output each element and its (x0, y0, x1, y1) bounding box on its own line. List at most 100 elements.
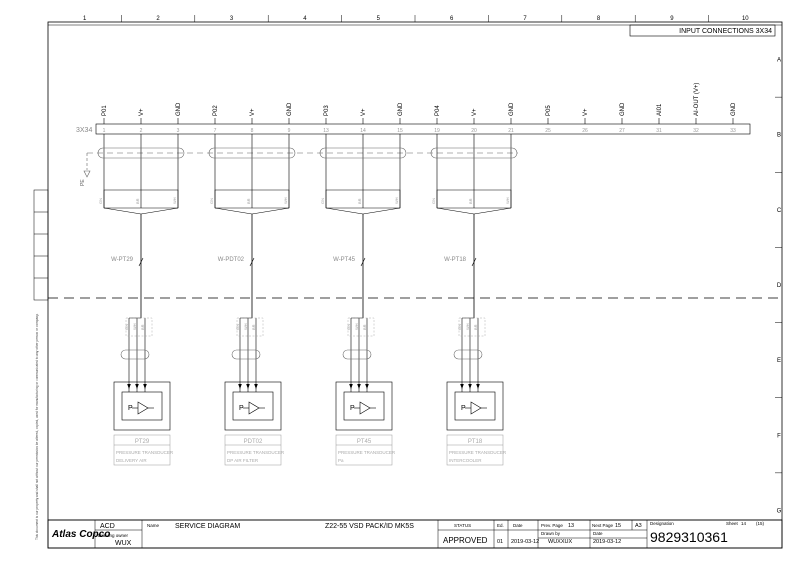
row-letter: G (777, 508, 782, 514)
shield-capsule-lower (120, 349, 150, 360)
amplifier-icon (359, 401, 371, 415)
arrow-icon (238, 384, 242, 389)
amplifier-icon (248, 401, 260, 415)
terminal-signal-label: P05 (546, 105, 552, 116)
title-block: Atlas Copco ACD Drawing owner WUX Name S… (47, 519, 783, 549)
drawn-by-value: WUXXUX (548, 539, 572, 545)
company-logo: Atlas Copco (51, 529, 110, 540)
terminal-signal-label: V+ (250, 108, 256, 116)
transducer-id: PDT02 (244, 439, 263, 445)
drawing-name: SERVICE DIAGRAM (175, 523, 240, 530)
row-letter: D (777, 283, 782, 289)
wire-converge (140, 207, 179, 215)
transducer-type: PRESSURE TRANSDUCER (116, 450, 174, 455)
designation-number: 9829310361 (650, 529, 728, 545)
side-note: This document is our property and shall … (35, 314, 39, 540)
terminal-number: 31 (656, 128, 662, 134)
edition-value: 01 (497, 539, 503, 545)
column-number: 9 (670, 16, 674, 22)
device-pin-label: BR (362, 324, 367, 330)
ground-arrow-icon (83, 170, 91, 178)
arrow-icon (246, 384, 250, 389)
wire-converge (436, 207, 475, 215)
core-label: GN (320, 198, 325, 204)
device-pin-label: GN (235, 324, 240, 330)
row-letter: C (777, 208, 782, 214)
transducer-function: INTERCOOLER (449, 458, 482, 463)
core-label: GN (431, 198, 436, 204)
cable-name: W-PDT02 (218, 257, 245, 263)
shield-capsule-lower (342, 349, 372, 360)
column-number: 4 (303, 16, 307, 22)
arrow-icon (127, 384, 131, 389)
shield-capsule (319, 147, 407, 159)
date-label: Date (513, 523, 523, 528)
device-pin-label: BR (140, 324, 145, 330)
drawing-owner-label: Drawing owner (98, 533, 129, 538)
terminal-number: 26 (582, 128, 588, 134)
terminal-number: 25 (545, 128, 551, 134)
row-letter: B (777, 133, 781, 139)
row-letter: F (777, 433, 781, 439)
cable-tick (360, 257, 366, 267)
shield-capsule-lower (231, 349, 261, 360)
product-name: Z22-55 VSD PACK/ID MK5S (325, 523, 414, 530)
revision-boxes (33, 189, 49, 301)
terminal-strip (95, 123, 751, 135)
wire-converge (473, 207, 512, 215)
date2-label: Date (593, 531, 603, 536)
transducer-type: PRESSURE TRANSDUCER (227, 450, 285, 455)
transducer-id: PT45 (357, 439, 372, 445)
transducer-symbol-letter: P (350, 405, 355, 412)
amplifier-icon (470, 401, 482, 415)
transducer-id: PT18 (468, 439, 483, 445)
terminal-number: 32 (693, 128, 699, 134)
terminal-number: 20 (471, 128, 477, 134)
device-pin-label: BR (251, 324, 256, 330)
cable-tick (471, 257, 477, 267)
arrow-icon (254, 384, 258, 389)
device-pin-box (125, 317, 153, 337)
shield-capsule (430, 147, 518, 159)
device-pin-label: WH (354, 323, 359, 330)
cable-tick (249, 257, 255, 267)
column-number: 5 (377, 16, 381, 22)
cable-name: W-PT29 (111, 257, 134, 263)
terminal-number: 8 (251, 128, 254, 134)
transducer-inner (121, 391, 163, 421)
drawing-owner: WUX (115, 540, 132, 547)
transducer-desc-box (113, 434, 171, 466)
arrow-icon (135, 384, 139, 389)
row-letter: A (777, 58, 781, 64)
amplifier-icon (137, 401, 149, 415)
arrow-icon (476, 384, 480, 389)
shield-capsule (97, 147, 185, 159)
terminal-number: 2 (140, 128, 143, 134)
section-title: INPUT CONNECTIONS 3X34 (679, 28, 772, 35)
terminal-signal-label: P02 (213, 105, 219, 116)
terminal-signal-label: GND (287, 102, 293, 116)
company-name: ACD (100, 523, 115, 530)
transducer-function: DP AIR FILTER (227, 458, 259, 463)
prev-page-value: 13 (568, 523, 574, 529)
device-pin-label: GN (457, 324, 462, 330)
shield-capsule (208, 147, 296, 159)
terminal-signal-label: GND (620, 102, 626, 116)
terminal-signal-label: V+ (472, 108, 478, 116)
outer-frame (47, 21, 783, 549)
paper-size: A3 (635, 523, 642, 529)
terminal-signal-label: V+ (139, 108, 145, 116)
transducer-inner (454, 391, 496, 421)
terminal-signal-label: P01 (102, 105, 108, 116)
terminal-number: 3 (177, 128, 180, 134)
cable-name: W-PT18 (444, 257, 467, 263)
core-label: WH (283, 197, 288, 204)
drawn-by-label: Drawn by (541, 531, 561, 536)
device-pin-box (236, 317, 264, 337)
terminal-signal-label: V+ (361, 108, 367, 116)
shield-tag: PE (80, 179, 86, 186)
arrow-icon (365, 384, 369, 389)
